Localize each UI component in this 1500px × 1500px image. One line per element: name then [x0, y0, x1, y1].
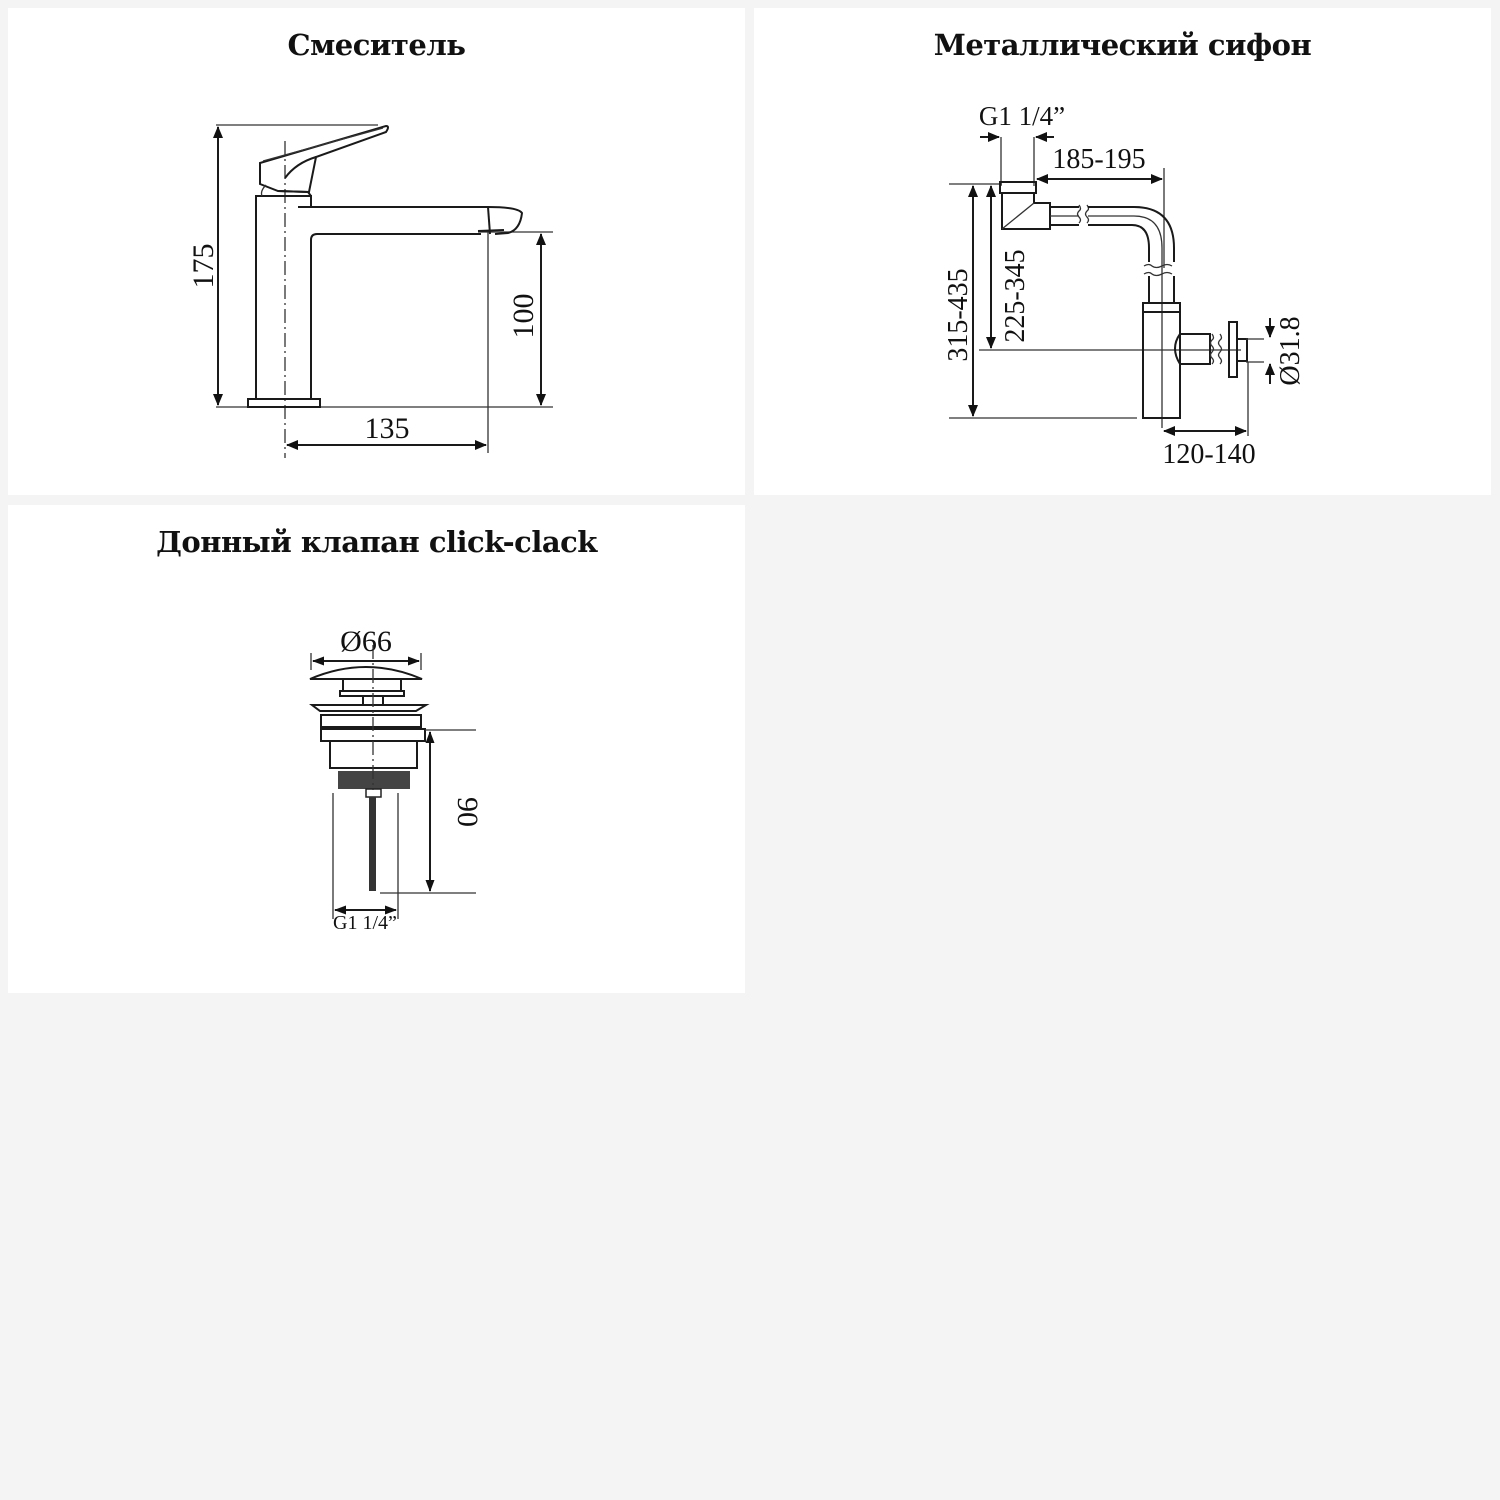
panel-title: Донный клапан click-clack [156, 525, 597, 559]
dim-thread: G1 1/4” [333, 912, 397, 934]
dim-thread: G1 1/4” [979, 101, 1065, 131]
dim-spout-height: 100 [507, 294, 540, 339]
panel-mixer: Смеситель 175 100 135 [8, 8, 745, 495]
dim-height-total: 315-435 [943, 268, 974, 361]
dim-height-outlet: 225-345 [1000, 249, 1031, 342]
panel-drain: Донный клапан click-clack Ø66 G1 1/4” [8, 505, 745, 993]
panel-title: Смеситель [287, 28, 466, 62]
siphon-drawing: G1 1/4” 185-195 315-435 225-345 [943, 101, 1306, 470]
mixer-drawing: 175 100 135 [187, 124, 553, 458]
panel-siphon: Металлический сифон G1 1/4” 185-195 315-… [754, 8, 1491, 495]
dim-length: 90 [451, 797, 484, 827]
dim-width: 185-195 [1052, 144, 1145, 175]
dim-height-total: 175 [187, 244, 220, 289]
dim-spout-reach: 135 [365, 412, 410, 445]
dim-diameter: Ø66 [340, 625, 392, 658]
dim-outlet-diameter: Ø31.8 [1275, 316, 1306, 385]
dim-depth: 120-140 [1162, 439, 1255, 470]
drain-drawing: Ø66 G1 1/4” 90 [309, 625, 484, 934]
panel-title: Металлический сифон [933, 28, 1312, 62]
